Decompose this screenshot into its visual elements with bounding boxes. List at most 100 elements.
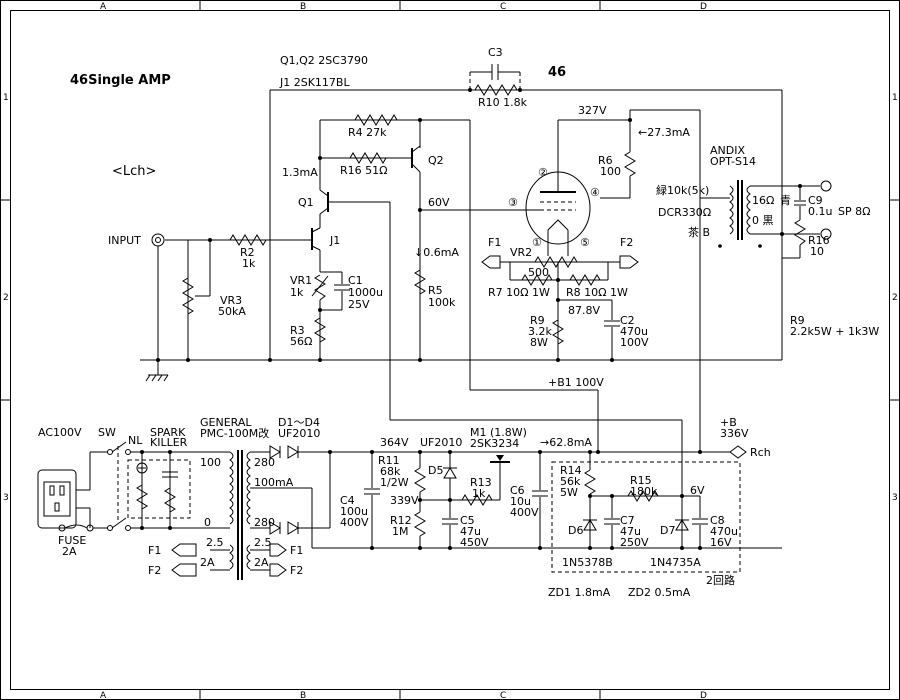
row-1-right: 1 xyxy=(892,93,898,103)
col-a-top: A xyxy=(100,2,107,12)
amp-wiring xyxy=(140,64,832,496)
uf1-label: UF2010 xyxy=(278,427,320,440)
channel-label: <Lch> xyxy=(112,164,156,179)
c3-label: C3 xyxy=(488,46,503,59)
r10-label: R10 1.8k xyxy=(478,96,528,109)
col-c-bottom: C xyxy=(500,691,506,700)
i13-label: 1.3mA xyxy=(282,166,318,179)
zd1-label: ZD1 1.8mA xyxy=(548,586,611,599)
f2-left-label: F2 xyxy=(148,564,161,577)
r9-label: R9 xyxy=(530,314,545,327)
d14-label: D1～D4 xyxy=(278,416,320,429)
j-note: J1 2SK117BL xyxy=(279,76,350,89)
d5-label: D5 xyxy=(428,464,443,477)
pin1-label: ① xyxy=(532,236,542,249)
r2-value: 1k xyxy=(242,257,256,270)
r6-label: R6 xyxy=(598,154,613,167)
t2ab-label: 2A xyxy=(254,556,269,569)
r3-label: R3 xyxy=(290,324,305,337)
pin3-label: ③ xyxy=(508,196,518,209)
vr2-label: VR2 xyxy=(510,246,532,259)
ac-label: AC100V xyxy=(38,426,82,439)
c6-voltage: 400V xyxy=(510,506,539,519)
b336-label: +B xyxy=(720,416,737,429)
col-b-bottom: B xyxy=(300,691,306,700)
v364-label: 364V xyxy=(380,436,409,449)
r6-value: 100 xyxy=(600,165,621,178)
c8-voltage: 16V xyxy=(710,536,732,549)
col-b-top: B xyxy=(300,2,306,12)
two-circuit-label: 2回路 xyxy=(706,574,735,587)
r3-value: 56Ω xyxy=(290,335,312,348)
m1-label: M1 (1.8W) xyxy=(470,426,527,439)
r13-label: R13 xyxy=(470,476,492,489)
col-d-top: D xyxy=(700,2,707,12)
r16-label: R16 51Ω xyxy=(340,164,388,177)
r9-value: 3.2k xyxy=(528,325,552,338)
r2-label: R2 xyxy=(240,246,255,259)
t0-label: 0 xyxy=(204,516,211,529)
r8-label: R8 10Ω 1W xyxy=(566,286,628,299)
r11-value: 68k xyxy=(380,465,401,478)
c5-voltage: 450V xyxy=(460,536,489,549)
c6-label: C6 xyxy=(510,484,525,497)
vr3-label: VR3 xyxy=(220,294,242,307)
psu-wiring xyxy=(37,441,782,580)
tap0-label: 0 黒 xyxy=(752,214,774,227)
blue-tap-label: 青 xyxy=(780,194,791,207)
r9b-value: 2.2k5W + 1k3W xyxy=(790,325,879,338)
b1-label: +B1 100V xyxy=(548,376,604,389)
v60-label: 60V xyxy=(428,196,450,209)
r13-value: 1k xyxy=(472,487,486,500)
junction-dots xyxy=(156,88,802,362)
c4-value: 100u xyxy=(340,505,368,518)
zener1-part: 1N5378B xyxy=(562,556,613,569)
t25a-label: 2.5 xyxy=(206,536,224,549)
v339-label: 339V xyxy=(390,494,419,507)
fuse-label: FUSE xyxy=(58,534,86,547)
vr2-value: 500 xyxy=(528,266,549,279)
f2-right-label: F2 xyxy=(290,564,303,577)
zd2-label: ZD2 0.5mA xyxy=(628,586,691,599)
fuse-value: 2A xyxy=(62,545,77,558)
f2-heater-label: F2 xyxy=(620,236,633,249)
c1-value: 1000u xyxy=(348,286,383,299)
c9-label: C9 xyxy=(808,194,823,207)
sw-label: SW xyxy=(98,426,116,439)
c5-value: 47u xyxy=(460,525,481,538)
t280b-label: 280 xyxy=(254,516,275,529)
d7-label: D7 xyxy=(660,524,675,537)
dcr-label: DCR330Ω xyxy=(658,206,711,219)
uf2-label: UF2010 xyxy=(420,436,462,449)
v327-label: 327V xyxy=(578,104,607,117)
t25b-label: 2.5 xyxy=(254,536,272,549)
brown-tap-label: 茶 B xyxy=(688,226,710,239)
green-tap-label: 緑10k(5k) xyxy=(656,183,709,197)
gen-label-2: PMC-100M改 xyxy=(200,426,269,440)
r5-value: 100k xyxy=(428,296,456,309)
r15-label: R15 xyxy=(630,474,652,487)
i06-label: ↓0.6mA xyxy=(414,246,459,259)
r15-value: 180k xyxy=(630,485,658,498)
t100ma-label: 100mA xyxy=(254,476,294,489)
c7-label: C7 xyxy=(620,514,635,527)
f1-left-label: F1 xyxy=(148,544,161,557)
zener2-part: 1N4735A xyxy=(650,556,701,569)
q2-label: Q2 xyxy=(428,154,444,167)
pin2-label: ② xyxy=(538,166,548,179)
col-c-top: C xyxy=(500,2,506,12)
r9b-label: R9 xyxy=(790,314,805,327)
d6-label: D6 xyxy=(568,524,583,537)
row-2-left: 2 xyxy=(3,293,9,303)
c2-voltage: 100V xyxy=(620,336,649,349)
row-2-right: 2 xyxy=(892,293,898,303)
t280a-label: 280 xyxy=(254,456,275,469)
f1-heater-label: F1 xyxy=(488,236,501,249)
c5-label: C5 xyxy=(460,514,475,527)
pin4-label: ④ xyxy=(590,186,600,199)
r5-label: R5 xyxy=(428,284,443,297)
j1-label: J1 xyxy=(329,234,340,247)
t100-label: 100 xyxy=(200,456,221,469)
